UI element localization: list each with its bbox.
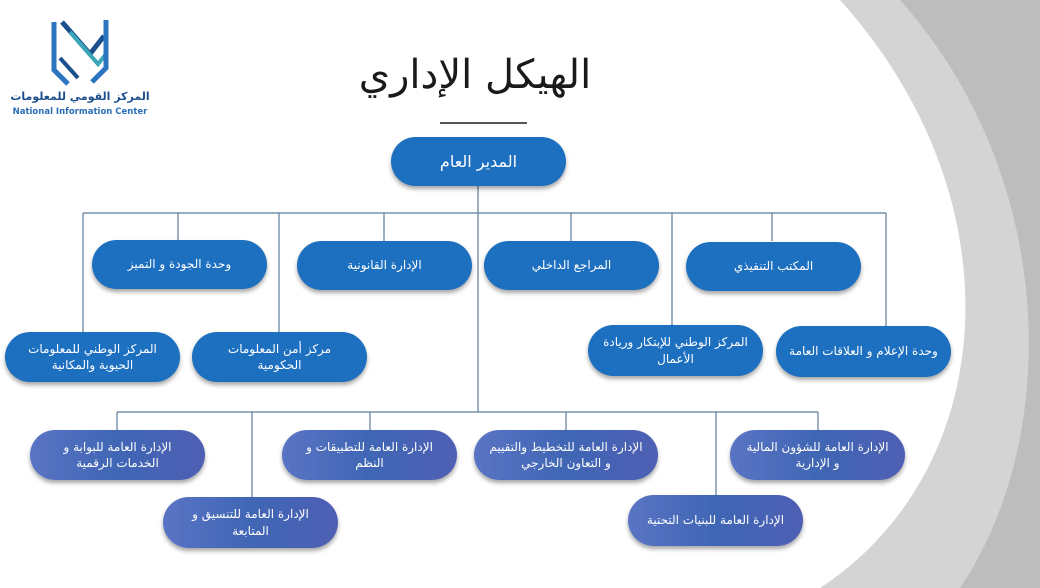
- connector-lines: [82, 186, 887, 497]
- logo-name-arabic: المركز القومي للمعلومات: [10, 90, 150, 103]
- node-general-director: المدير العام: [391, 137, 566, 186]
- node-bio-spatial-info-center: المركز الوطني للمعلومات الحيوية والمكاني…: [5, 332, 180, 382]
- background-swoosh-inner: [900, 0, 1040, 588]
- nic-chevron-logo-icon: [51, 20, 109, 86]
- node-executive-office: المكتب التنفيذي: [686, 242, 861, 291]
- node-gd-applications-systems: الإدارة العامة للتطبيقات و النظم: [282, 430, 457, 480]
- page-title: الهيكل الإداري: [358, 52, 592, 98]
- node-innovation-entrepreneurship-center: المركز الوطني للإبتكار وريادة الأعمال: [588, 325, 763, 376]
- logo-name-english: National Information Center: [12, 107, 148, 117]
- node-internal-auditor: المراجع الداخلي: [484, 241, 659, 290]
- node-government-info-security-center: مركز أمن المعلومات الحكومية: [192, 332, 367, 382]
- title-underline: [440, 122, 527, 124]
- node-gd-portal-digital-services: الإدارة العامة للبوابة و الخدمات الرقمية: [30, 430, 205, 480]
- node-quality-excellence-unit: وحدة الجودة و التميز: [92, 240, 267, 289]
- node-media-public-relations: وحدة الإعلام و العلاقات العامة: [776, 326, 951, 377]
- node-gd-planning-evaluation: الإدارة العامة للتخطيط والتقييم و التعاو…: [474, 430, 658, 480]
- background-swoosh-outer: [820, 0, 1040, 588]
- node-legal-department: الإدارة القانونية: [297, 241, 472, 290]
- node-gd-finance-admin: الإدارة العامة للشؤون المالية و الإدارية: [730, 430, 905, 480]
- node-gd-coordination-followup: الإدارة العامة للتنسيق و المتابعة: [163, 497, 338, 548]
- node-gd-infrastructure: الإدارة العامة للبنيات التحتية: [628, 495, 803, 546]
